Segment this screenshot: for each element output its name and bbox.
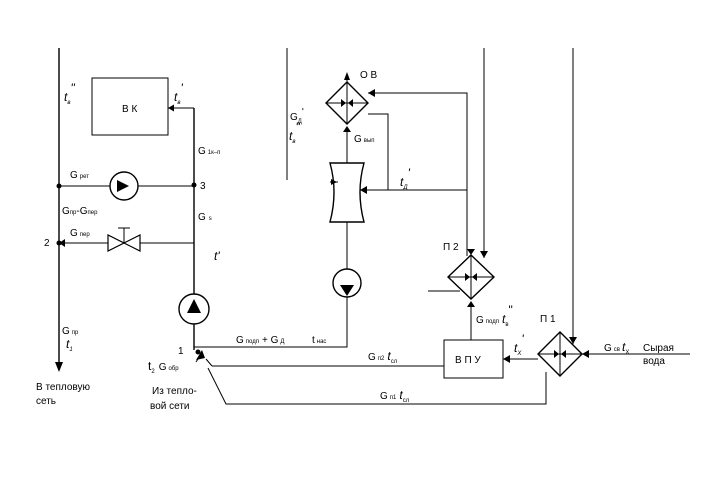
raw-water-arrow [582,350,589,358]
ov-water-in [368,92,468,256]
bypass-arrow [59,239,65,247]
recirc-pump-arrow [117,180,129,192]
ov-arrow [348,99,353,107]
label-t-prime: t' [214,249,220,263]
return-arrow [196,350,205,360]
steam-to-deaerator-arrow [360,186,367,194]
p2-arrow [472,273,477,281]
node-1: 1 [178,346,184,357]
return-tick [195,355,201,363]
label-tv2: tв" [64,81,75,106]
p1-arrow [561,350,566,358]
label-t-x: tХ' [514,332,524,357]
label-g-a: GД' [290,107,304,125]
label-p1: П 1 [540,314,556,325]
node-junction [191,182,197,188]
node-2: 2 [44,238,50,249]
boiler-vk [91,77,169,136]
ov-out-arrow [343,126,351,132]
p1-arrow [554,350,559,358]
drain-p2-line [205,358,213,367]
vpu-label: В П У [455,355,481,366]
bypass-valve [107,234,126,252]
label-g-pr-per: Gпр-Gпер [62,206,98,217]
supply-arrow-head [55,362,63,372]
label-p2: П 2 [443,242,459,253]
boiler-vk-label: В К [122,104,137,115]
network-pump-arrow [187,299,201,313]
makeup-pump-arrow [340,285,354,296]
node-junction [195,349,201,355]
makeup-line [194,294,348,348]
label-t-a2: tв" [289,120,300,145]
ov-water-out [368,113,389,190]
node-3: 3 [200,181,206,192]
label-tv1: tв' [174,81,183,106]
drain-p1-line [207,367,547,405]
label-t1: t1 [66,337,73,353]
caption-to-network: В тепловую [36,382,90,393]
caption-raw-water: вода [643,356,665,367]
label-t-d: tД' [400,166,411,191]
caption-to-network: сеть [36,396,56,407]
p2-arrow [465,273,470,281]
p2-bottom-arrow [467,301,475,307]
caption-raw-water: Сырая [643,343,674,354]
deaerator [329,162,365,223]
ov-vent-arrow [344,72,350,80]
label-ov: О В [360,70,378,81]
caption-from-network: Из тепло- [152,386,197,397]
steam-line-p1-arrow [569,337,577,344]
caption-from-network: вой сети [150,401,190,412]
p2-top-arrow [467,249,475,255]
boiler-inlet-arrow [168,104,174,112]
ov-arrow [341,99,346,107]
steam-line-p2-arrow [480,251,488,258]
p1-to-vpu-arrow [503,355,510,363]
ov-water-in-arrow [368,89,375,97]
bypass-valve [122,234,141,252]
